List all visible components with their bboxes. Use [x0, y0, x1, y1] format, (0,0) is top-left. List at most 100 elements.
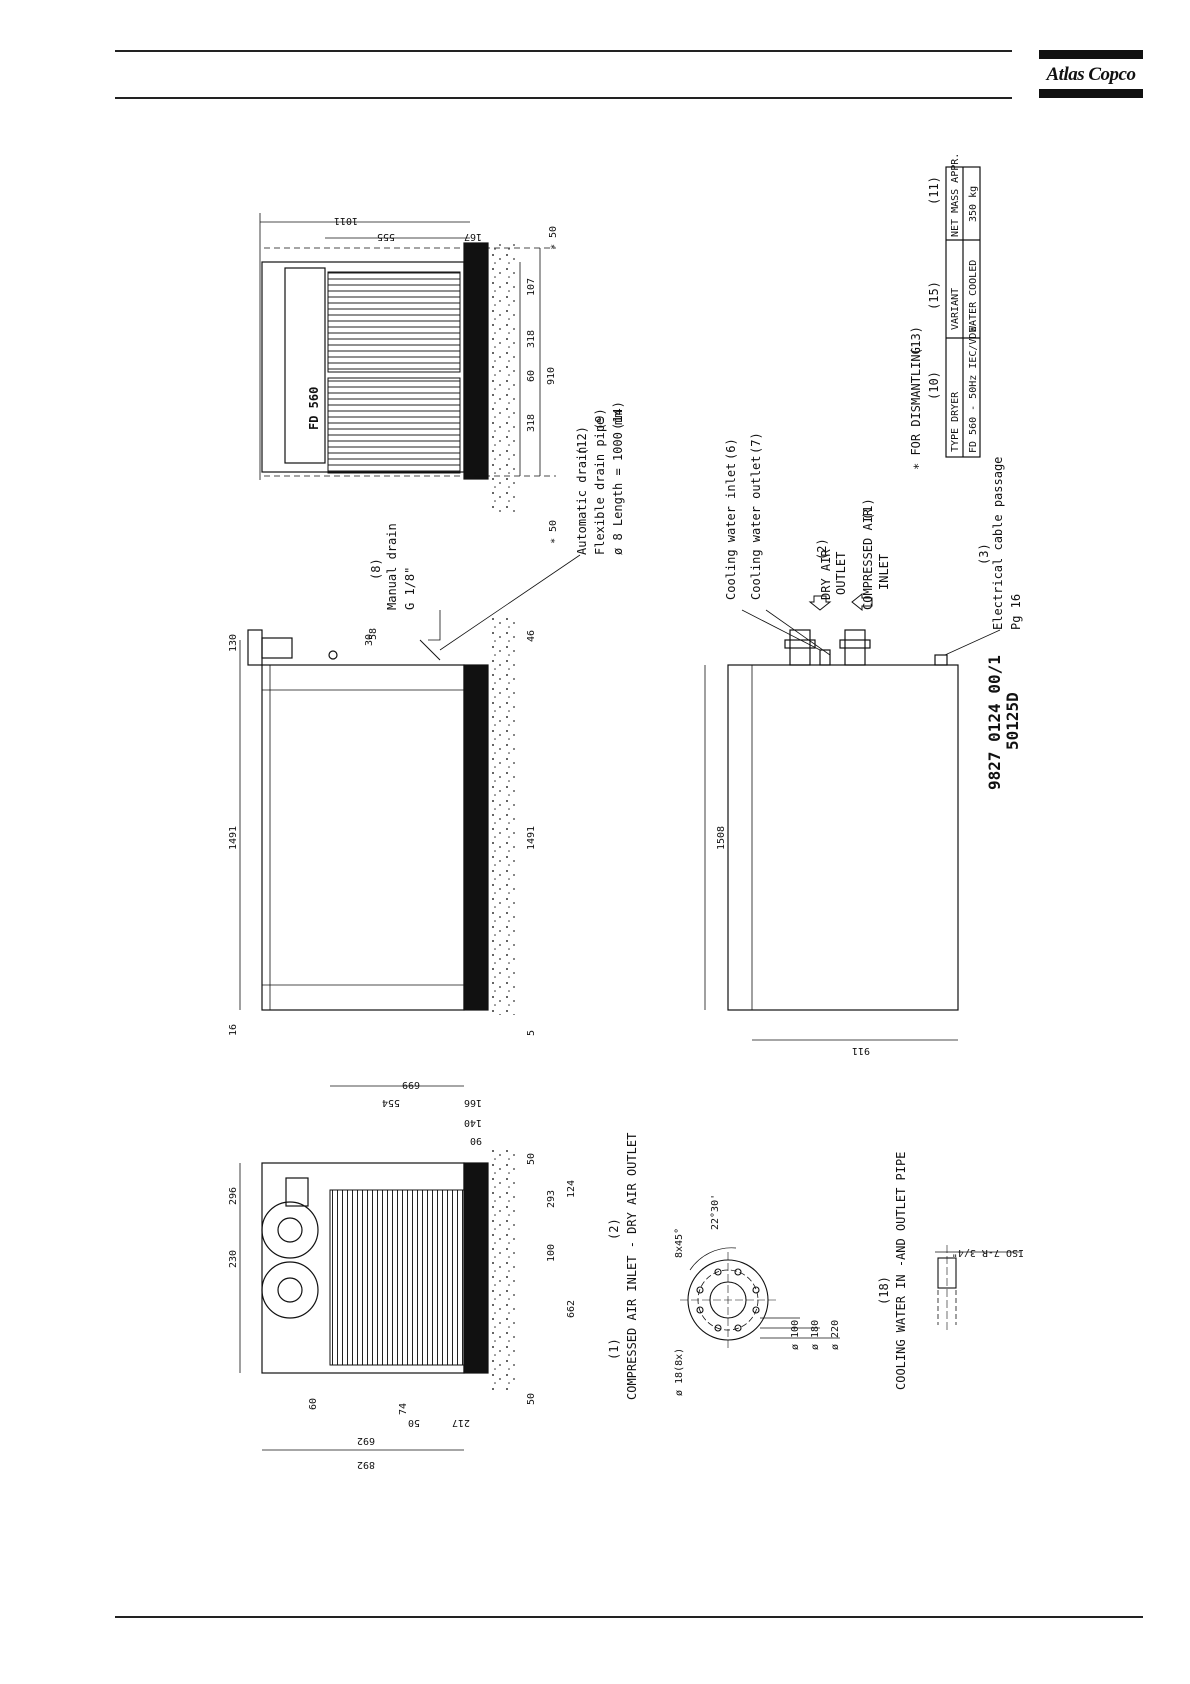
flange-number-2: (2) — [607, 1218, 621, 1240]
dim-50-rear-b: 50 — [526, 1393, 537, 1405]
dim-60-rear: 60 — [308, 1398, 319, 1410]
front-view — [259, 213, 556, 513]
flange-diameter-180: ø 180 — [810, 1320, 821, 1350]
dim-318b: 318 — [526, 414, 537, 432]
dim-100: 100 — [546, 1244, 557, 1262]
dim-74: 74 — [398, 1403, 409, 1415]
dim-217: 217 — [452, 1417, 470, 1428]
spec-table-text: (11) (15) (10) TYPE DRYER VARIANT NET MA… — [927, 153, 979, 453]
dim-230: 230 — [228, 1250, 239, 1268]
document-number: 9827 0124 00/1 — [985, 655, 1004, 790]
dim-1491-top: 1491 — [228, 826, 239, 850]
spec-value-variant: WATER COOLED — [968, 260, 979, 332]
dim-892: 892 — [357, 1459, 375, 1470]
dim-140: 140 — [464, 1117, 482, 1128]
rear-flange-lower — [261, 1261, 319, 1319]
rear-flange-upper — [261, 1201, 319, 1259]
dim-167: 167 — [464, 231, 482, 242]
header-rule-top — [115, 50, 1012, 52]
manual-drain-number: (8) — [369, 558, 383, 580]
dim-662: 662 — [566, 1300, 577, 1318]
dim-911: 911 — [852, 1045, 870, 1056]
compressed-air-label-1: COMPRESSED AIR — [861, 508, 875, 610]
dim-1508: 1508 — [716, 826, 727, 850]
flex-pipe-label: Flexible drain pipe — [593, 418, 607, 555]
brand-name: Atlas Copco — [1046, 64, 1136, 85]
cable-passage-size: Pg 16 — [1009, 594, 1023, 630]
cooling-pipe-thread: ISO 7-R 3/4" — [952, 1247, 1024, 1258]
dry-air-label-1: DRY AIR — [819, 549, 833, 600]
dry-air-arrow-icon — [808, 595, 832, 611]
dim-46: 46 — [526, 630, 537, 642]
dim-30: 30 — [364, 634, 375, 646]
spec-header-type: TYPE DRYER — [950, 391, 961, 452]
auto-drain-label: Automatic drain — [575, 447, 589, 555]
side-floor — [488, 615, 516, 1015]
pipe-length-label: ø 8 Length = 1000 mm — [611, 411, 625, 556]
dry-air-number: (2) — [815, 538, 829, 560]
flange-hole-spec: ø 18(8x) — [674, 1348, 685, 1396]
cable-passage-number: (3) — [977, 543, 991, 565]
drawing-code: 50125D — [1003, 692, 1022, 750]
cable-passage-label: Electrical cable passage — [991, 457, 1005, 630]
manual-drain-label: Manual drain — [385, 523, 399, 610]
flange-chamfer: 8x45° — [674, 1228, 685, 1258]
side-base — [463, 664, 489, 1011]
rear-view-dims: 296 230 60 74 699 554 166 140 90 50 124 … — [228, 1079, 577, 1470]
atlas-copco-logo: Atlas Copco — [1039, 50, 1143, 98]
flange-detail — [680, 1247, 840, 1348]
dim-318a: 318 — [526, 330, 537, 348]
dim-16: 16 — [228, 1024, 239, 1036]
cooling-water-inlet-number: (6) — [724, 438, 738, 460]
cooling-water-outlet-number: (7) — [749, 432, 763, 454]
pipe-length-number: (14) — [611, 401, 625, 430]
cooling-pipe-detail — [935, 1245, 1020, 1330]
front-floor — [488, 243, 516, 513]
flange-diameter-220: ø 220 — [830, 1320, 841, 1350]
dim-58: 58 — [368, 628, 379, 640]
rear-floor — [488, 1150, 516, 1390]
dim-50-left: 50 — [548, 520, 559, 532]
dry-air-label-2: OUTLET — [834, 552, 848, 595]
cooling-pipe-number: (18) — [877, 1276, 891, 1305]
dim-296: 296 — [228, 1187, 239, 1205]
cooling-pipe-title: COOLING WATER IN -AND OUTLET PIPE — [894, 1152, 908, 1390]
pipe-flange-top — [247, 629, 263, 666]
dim-50-left: 50 — [408, 1417, 420, 1428]
dim-124: 124 — [566, 1180, 577, 1198]
spec-value-mass: 350 kg — [968, 186, 979, 222]
flange-angle: 22°30' — [710, 1194, 721, 1230]
dim-1491-bottom: 1491 — [526, 826, 537, 850]
top-callouts: Cooling water inlet (6) Cooling water ou… — [724, 326, 1023, 656]
compressed-air-number: (1) — [861, 498, 875, 520]
cooling-water-inlet-label: Cooling water inlet — [724, 463, 738, 600]
dim-692: 692 — [357, 1435, 375, 1446]
side-view — [239, 615, 516, 1015]
top-view-dims: 1508 911 9827 0124 00/1 50125D — [716, 655, 1022, 1056]
control-panel — [284, 267, 326, 464]
spec-header-mass: NET MASS APPR. — [950, 153, 961, 237]
top-view — [704, 629, 959, 1041]
front-view-dims: 1011 555 167 107 318 60 318 910 50 50 ∗ … — [307, 215, 559, 544]
dim-5: 5 — [526, 1030, 537, 1036]
cooling-water-outlet-label: Cooling water outlet — [749, 456, 763, 601]
spec-header-variant: VARIANT — [950, 288, 961, 330]
rear-view — [239, 1085, 516, 1451]
flange-number-1: (1) — [607, 1338, 621, 1360]
dim-910: 910 — [546, 367, 557, 385]
spec-col-num-type: (10) — [927, 371, 941, 400]
side-view-dims: 130 1491 16 30 58 46 1491 5 — [228, 628, 537, 1036]
spec-table — [945, 166, 981, 458]
dim-90: 90 — [470, 1135, 482, 1146]
dismantling-number: (13) — [909, 326, 923, 355]
dim-555: 555 — [377, 231, 395, 242]
header-rule-bottom — [115, 97, 1012, 99]
spec-value-type: FD 560 - 50Hz IEC/VDE — [968, 327, 979, 453]
compressed-air-arrow-icon — [851, 592, 873, 612]
dim-1011: 1011 — [334, 215, 358, 226]
dim-107: 107 — [526, 278, 537, 296]
manual-drain-size: G 1/8" — [403, 567, 417, 610]
rear-base — [463, 1162, 489, 1374]
cooling-pipe-text: (18) COOLING WATER IN -AND OUTLET PIPE I… — [877, 1152, 1024, 1390]
dim-60: 60 — [526, 370, 537, 382]
